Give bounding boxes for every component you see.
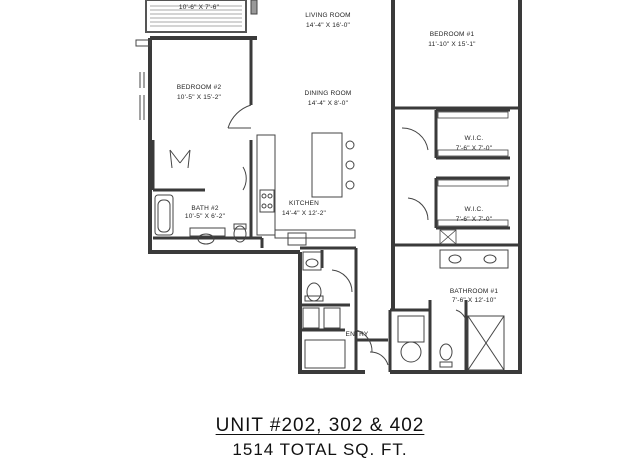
bedroom2-dim: 10'-5" X 15'-2"	[177, 94, 222, 101]
dining-room-name: DINING ROOM	[305, 90, 352, 97]
bath2-name: BATH #2	[191, 205, 218, 212]
door-swings	[227, 104, 468, 366]
hall-fixtures	[302, 251, 425, 369]
balcony	[145, 0, 247, 33]
wic2-dim: 7'-6" X 7'-0"	[456, 216, 493, 223]
kitchen-island	[256, 132, 356, 246]
bath2-dim: 10'-5" X 6'-2"	[185, 213, 226, 220]
living-room-dim: 14'-4" X 16'-0"	[306, 22, 351, 29]
wic1-name: W.I.C.	[465, 135, 484, 142]
wic2-name: W.I.C.	[465, 206, 484, 213]
bedroom2-name: BEDROOM #2	[177, 84, 222, 91]
living-room-name: LIVING ROOM	[305, 12, 351, 19]
column	[250, 0, 258, 15]
dining-room-dim: 14'-4" X 8'-0"	[308, 100, 349, 107]
bath2-fixtures	[154, 194, 247, 245]
windows-left	[135, 39, 151, 120]
total-area: 1514 TOTAL SQ. FT.	[232, 440, 408, 459]
bathroom1-dim: 7'-6" X 12'-10"	[452, 297, 497, 304]
exterior-walls	[148, 0, 522, 374]
closet-doors	[169, 149, 191, 169]
top-left-dim: 10'-6" X 7'-6"	[179, 4, 220, 11]
bedroom1-name: BEDROOM #1	[430, 31, 475, 38]
unit-title: UNIT #202, 302 & 402	[215, 415, 425, 436]
wic-shelves	[437, 111, 509, 245]
kitchen-dim: 14'-4" X 12'-2"	[282, 210, 327, 217]
wic1-dim: 7'-6" X 7'-0"	[456, 145, 493, 152]
kitchen-name: KITCHEN	[289, 200, 319, 207]
room-labels: 10'-6" X 7'-6" LIVING ROOM 14'-4" X 16'-…	[177, 4, 498, 338]
bedroom1-dim: 11'-10" X 15'-1"	[428, 41, 476, 48]
bathroom1-name: BATHROOM #1	[450, 288, 498, 295]
floor-plan: 10'-6" X 7'-6" LIVING ROOM 14'-4" X 16'-…	[135, 0, 522, 374]
interior-walls	[148, 38, 520, 372]
entry-name: ENTRY	[346, 331, 369, 338]
bathroom1-fixtures	[439, 249, 509, 371]
